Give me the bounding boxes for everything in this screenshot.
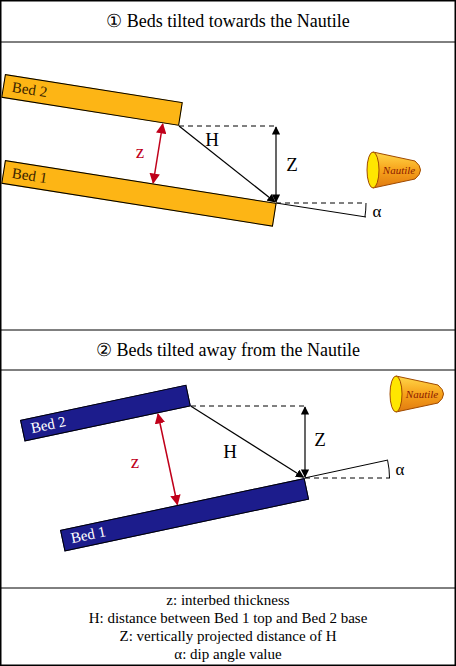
bed-label: Bed 1	[69, 523, 107, 547]
vehicle-name: Nautile	[398, 388, 446, 400]
distance-label: H	[223, 441, 237, 463]
definition-line: α: dip angle value	[0, 645, 456, 663]
thickness-label: z	[131, 451, 139, 473]
bed-label: Bed 2	[11, 79, 49, 101]
definitions-panel: z: interbed thicknessH: distance between…	[0, 588, 456, 666]
bed-layer: Bed 2	[20, 385, 191, 442]
dip-label: α	[373, 202, 382, 222]
distance-label: H	[205, 129, 219, 151]
definition-line: H: distance between Bed 1 top and Bed 2 …	[0, 609, 456, 627]
vehicle-name: Nautile	[375, 164, 423, 176]
nautile-submersible: Nautile	[388, 374, 450, 414]
bed-layer: Bed 1	[1, 160, 276, 227]
bed-label: Bed 1	[11, 165, 49, 187]
panel-dividers	[0, 42, 456, 588]
bed-layer: Bed 2	[1, 74, 183, 126]
bed-layer: Bed 1	[60, 478, 309, 551]
panel-heading: ② Beds tilted away from the Nautile	[0, 330, 456, 370]
dip-label: α	[396, 460, 405, 480]
panel-towards: ① Beds tilted towards the NautileBed 2 Be…	[0, 0, 456, 330]
panel-heading: ① Beds tilted towards the Nautile	[0, 0, 456, 42]
definition-line: z: interbed thickness	[0, 591, 456, 609]
thickness-label: z	[136, 141, 144, 163]
bed-label: Bed 2	[29, 413, 67, 437]
definition-line: Z: vertically projected distance of H	[0, 627, 456, 645]
vertical-label: Z	[314, 429, 326, 451]
nautile-submersible: Nautile	[365, 150, 427, 190]
vertical-label: Z	[286, 154, 298, 176]
